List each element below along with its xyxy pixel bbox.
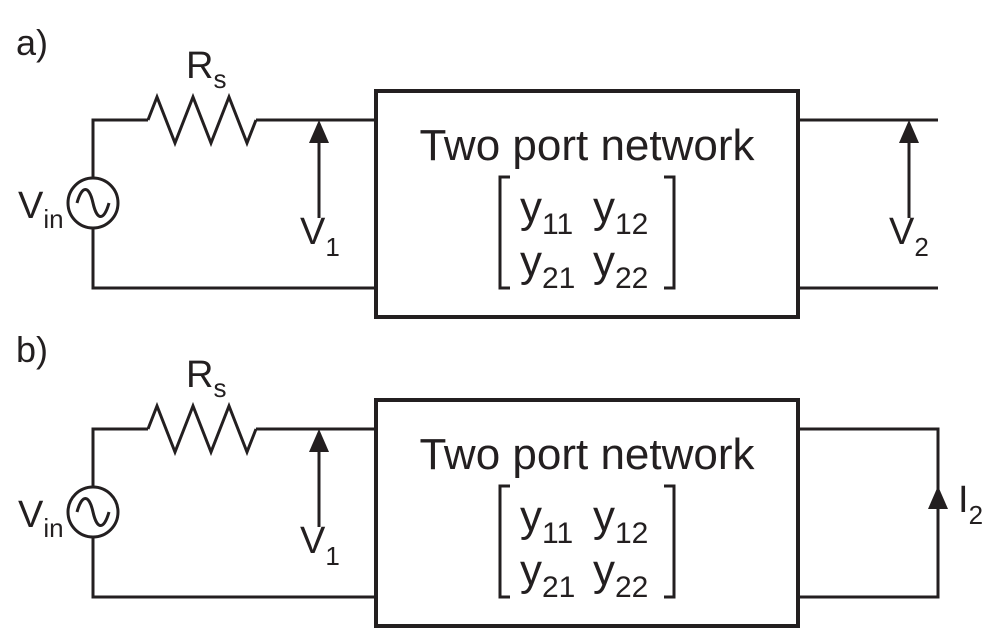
panel-b-resistor-label: Rs <box>186 354 226 403</box>
panel-a-bottom-left-wire <box>91 228 376 290</box>
panel-b-label: b) <box>16 329 48 370</box>
panel-b-network-title: Two port network <box>419 430 755 479</box>
panel-b-source-label: Vin <box>18 494 64 543</box>
panel-a-v1-label: V1 <box>300 211 340 262</box>
panel-a-label: a) <box>16 22 48 63</box>
panel-b-v1-label: V1 <box>300 520 340 571</box>
panel-b-network-box <box>374 398 800 628</box>
panel-a-matrix-left-bracket <box>498 175 510 290</box>
panel-a-matrix-right-bracket <box>664 175 676 290</box>
panel-a: a) Rs Vin V1 Two port network y11 y12 y2… <box>16 22 938 319</box>
panel-b-i2-label: I2 <box>958 479 983 530</box>
panel-a-network-box <box>374 89 800 319</box>
panel-a-source-label: Vin <box>18 185 64 234</box>
panel-b-output-short-wire <box>798 427 940 599</box>
panel-a-y11: y11 <box>520 183 573 241</box>
panel-a-y21: y21 <box>520 237 575 295</box>
panel-b-y21: y21 <box>520 546 575 604</box>
panel-a-y12: y12 <box>593 183 648 241</box>
panel-a-y22: y22 <box>593 237 648 295</box>
panel-a-resistor-label: Rs <box>186 45 226 94</box>
panel-b-y12: y12 <box>593 492 648 550</box>
panel-a-top-left-wire <box>91 118 148 178</box>
panel-b-resistor <box>146 401 258 457</box>
panel-b-matrix-left-bracket <box>498 484 510 599</box>
panel-b-v1-arrowhead-icon <box>309 429 329 452</box>
panel-a-source-icon <box>66 176 120 230</box>
panel-b-bottom-left-wire <box>91 537 376 599</box>
panel-a-v2-arrowhead-icon <box>899 120 919 143</box>
panel-b-source-icon <box>66 485 120 539</box>
panel-b-i2-arrowhead-icon <box>928 486 948 509</box>
panel-b-top-left-wire <box>91 427 148 487</box>
panel-a-v2-label: V2 <box>889 211 929 262</box>
panel-a-network-title: Two port network <box>419 121 755 170</box>
panel-a-v1-arrowhead-icon <box>309 120 329 143</box>
panel-b-sine-icon <box>75 497 111 527</box>
panel-b-y11: y11 <box>520 492 573 550</box>
panel-b-y22: y22 <box>593 546 648 604</box>
panel-b: b) Rs Vin V1 Two port network y11 y12 y2… <box>16 329 983 628</box>
panel-a-resistor <box>146 92 258 148</box>
panel-b-matrix-right-bracket <box>664 484 676 599</box>
panel-a-sine-icon <box>75 188 111 218</box>
